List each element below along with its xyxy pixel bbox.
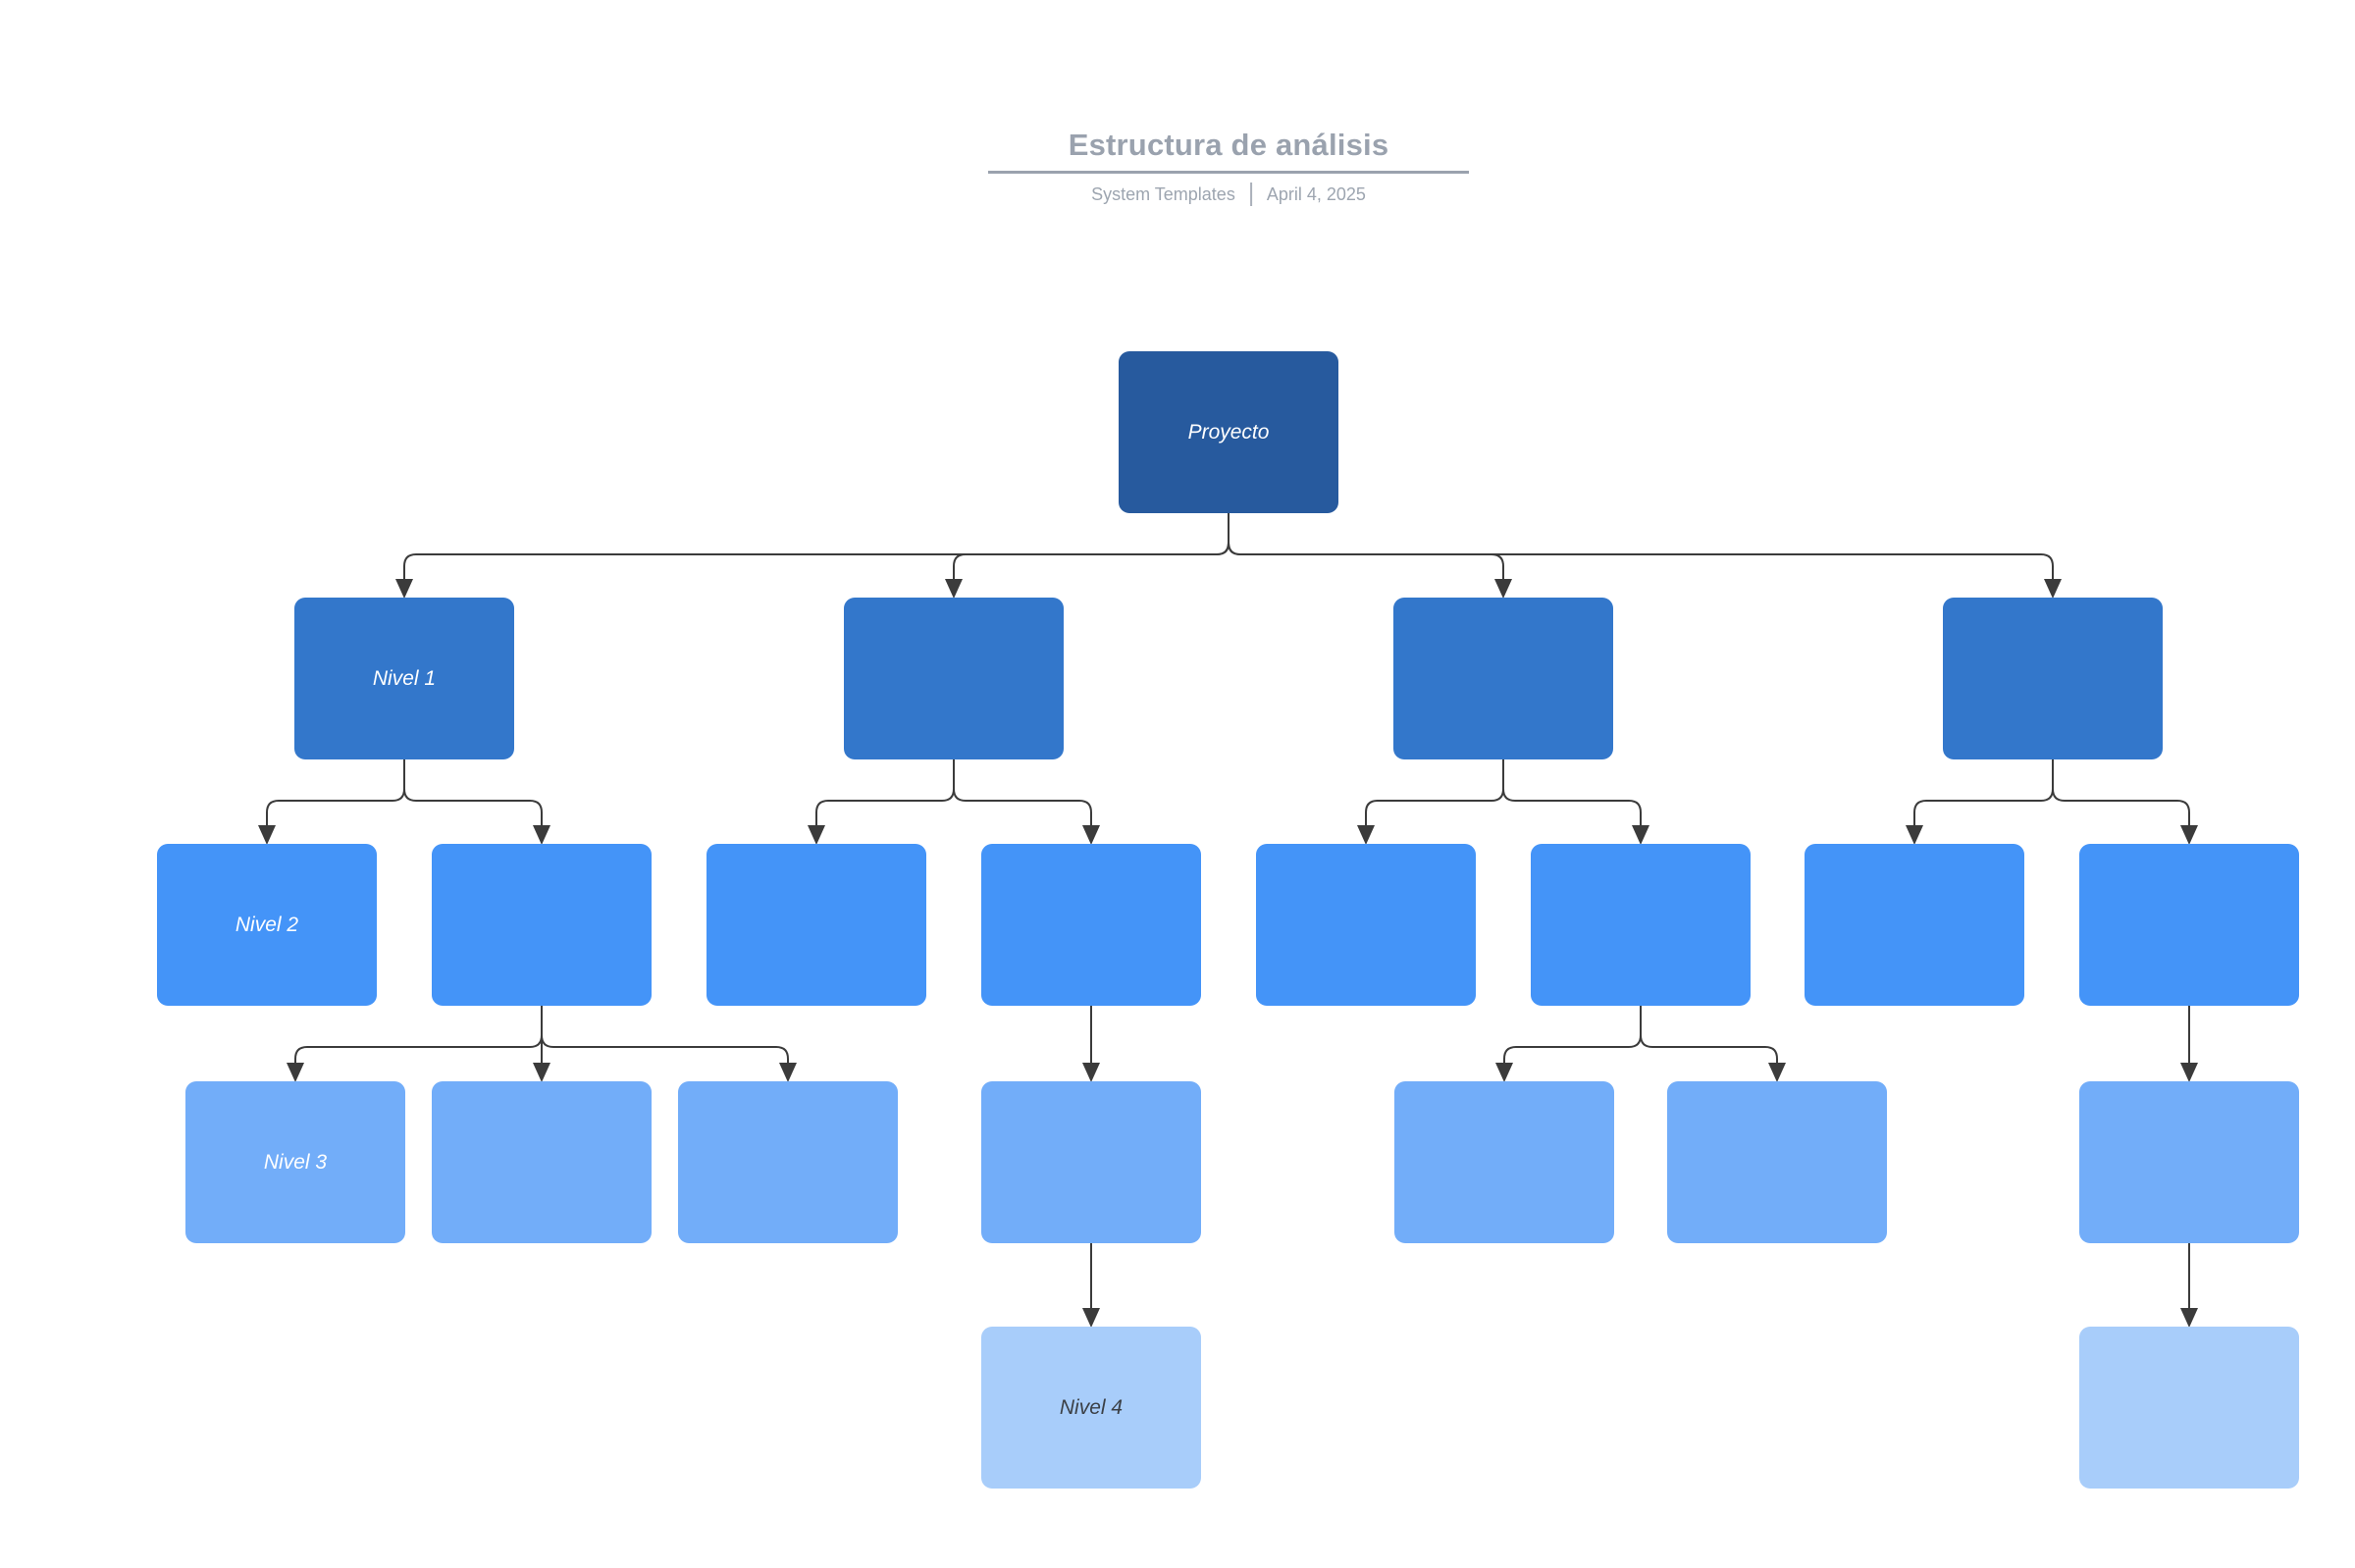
connector bbox=[403, 759, 543, 829]
subtitle-separator bbox=[1249, 183, 1252, 206]
connector bbox=[541, 1006, 789, 1067]
node-n3e[interactable] bbox=[1394, 1081, 1614, 1243]
arrowhead-icon bbox=[2044, 579, 2062, 599]
node-n2f[interactable] bbox=[1531, 844, 1751, 1006]
arrowhead-icon bbox=[533, 1063, 550, 1082]
byline: System Templates bbox=[1091, 183, 1235, 204]
arrowhead-icon bbox=[1082, 1063, 1100, 1082]
connector bbox=[815, 759, 955, 829]
arrowhead-icon bbox=[1495, 1063, 1513, 1082]
node-n2e[interactable] bbox=[1256, 844, 1476, 1006]
connector bbox=[953, 513, 1230, 583]
node-root-proyecto[interactable]: Proyecto bbox=[1119, 351, 1338, 513]
node-n2d[interactable] bbox=[981, 844, 1201, 1006]
node-n3d[interactable] bbox=[981, 1081, 1201, 1243]
connector bbox=[1365, 759, 1504, 829]
node-n4a-nivel-4[interactable]: Nivel 4 bbox=[981, 1327, 1201, 1489]
connector bbox=[266, 759, 405, 829]
arrowhead-icon bbox=[395, 579, 413, 599]
node-n3b[interactable] bbox=[432, 1081, 652, 1243]
node-label: Proyecto bbox=[1187, 420, 1270, 444]
arrowhead-icon bbox=[258, 825, 276, 845]
node-n1c[interactable] bbox=[1393, 598, 1613, 759]
connector bbox=[2052, 759, 2190, 829]
node-n3a-nivel-3[interactable]: Nivel 3 bbox=[185, 1081, 405, 1243]
arrowhead-icon bbox=[1082, 1308, 1100, 1328]
connector bbox=[294, 1006, 543, 1067]
title-divider bbox=[988, 171, 1469, 174]
node-label: Nivel 1 bbox=[372, 666, 437, 690]
arrowhead-icon bbox=[779, 1063, 797, 1082]
arrowhead-icon bbox=[2180, 825, 2198, 845]
node-n2h[interactable] bbox=[2079, 844, 2299, 1006]
connector bbox=[1913, 759, 2054, 829]
node-n1d[interactable] bbox=[1943, 598, 2163, 759]
node-n2c[interactable] bbox=[706, 844, 926, 1006]
arrowhead-icon bbox=[945, 579, 963, 599]
connector bbox=[1502, 759, 1642, 829]
arrowhead-icon bbox=[1357, 825, 1375, 845]
node-n3g[interactable] bbox=[2079, 1081, 2299, 1243]
arrowhead-icon bbox=[287, 1063, 304, 1082]
node-label: Nivel 3 bbox=[263, 1150, 328, 1174]
connector bbox=[1228, 513, 1504, 583]
node-label: Nivel 4 bbox=[1059, 1395, 1124, 1419]
node-n2g[interactable] bbox=[1805, 844, 2024, 1006]
arrowhead-icon bbox=[1768, 1063, 1786, 1082]
arrowhead-icon bbox=[808, 825, 825, 845]
arrowhead-icon bbox=[1632, 825, 1649, 845]
arrowhead-icon bbox=[1082, 825, 1100, 845]
node-n1b[interactable] bbox=[844, 598, 1064, 759]
arrowhead-icon bbox=[1906, 825, 1923, 845]
node-n3f[interactable] bbox=[1667, 1081, 1887, 1243]
node-n4b[interactable] bbox=[2079, 1327, 2299, 1489]
node-n1a-nivel-1[interactable]: Nivel 1 bbox=[294, 598, 514, 759]
connector bbox=[1228, 513, 2054, 583]
diagram-title: Estructura de análisis bbox=[1068, 128, 1389, 162]
arrowhead-icon bbox=[2180, 1063, 2198, 1082]
connector bbox=[1503, 1006, 1642, 1067]
connector bbox=[403, 513, 1230, 583]
arrowhead-icon bbox=[533, 825, 550, 845]
date: April 4, 2025 bbox=[1266, 183, 1366, 204]
node-n2b[interactable] bbox=[432, 844, 652, 1006]
node-label: Nivel 2 bbox=[235, 913, 299, 936]
node-n3c[interactable] bbox=[678, 1081, 898, 1243]
arrowhead-icon bbox=[1494, 579, 1512, 599]
connector bbox=[1640, 1006, 1778, 1067]
connector bbox=[953, 759, 1092, 829]
diagram-subtitle: System Templates April 4, 2025 bbox=[1091, 183, 1366, 206]
arrowhead-icon bbox=[2180, 1308, 2198, 1328]
node-n2a-nivel-2[interactable]: Nivel 2 bbox=[157, 844, 377, 1006]
